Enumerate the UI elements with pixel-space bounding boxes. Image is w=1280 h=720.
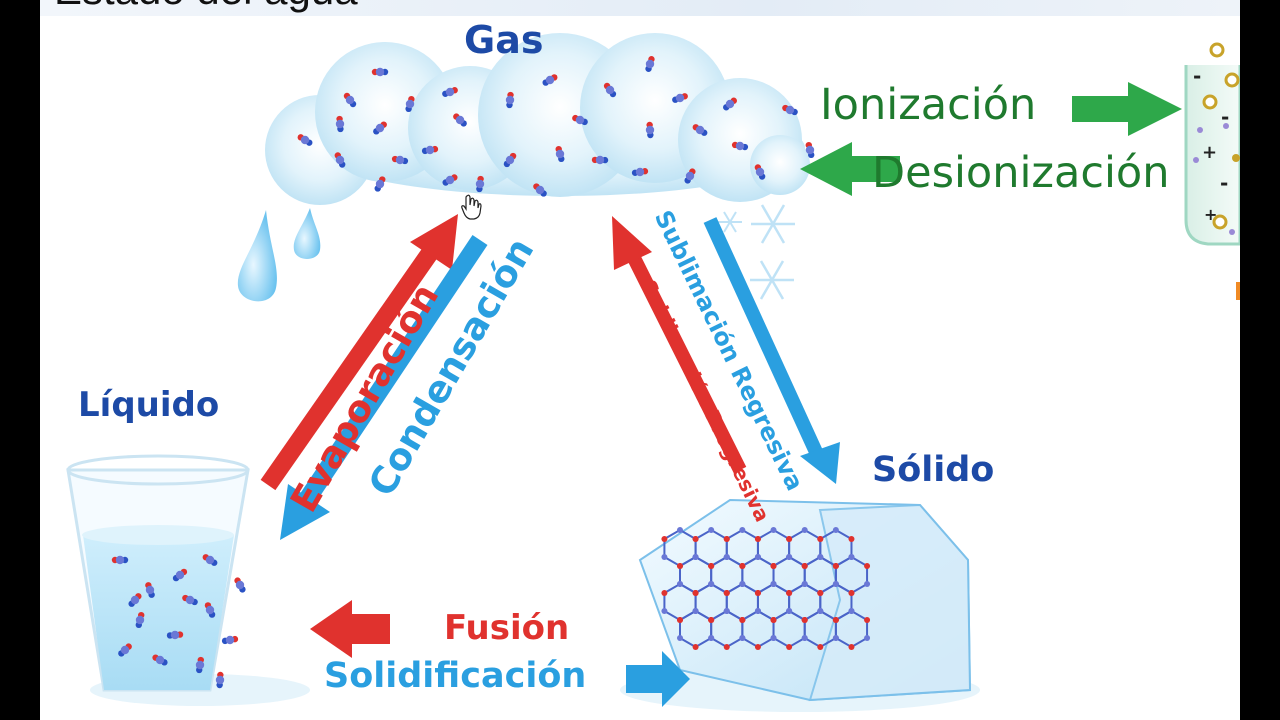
liquid-molecules: [111, 554, 246, 689]
water-molecule: [453, 113, 467, 127]
water-molecule: [692, 124, 708, 136]
hand-cursor-icon: [461, 194, 482, 220]
water-molecule: [603, 82, 617, 98]
water-drop-icon: [237, 208, 321, 302]
water-molecule: [533, 183, 547, 197]
condensation-arrow: [280, 235, 488, 540]
water-molecule: [374, 176, 386, 192]
water-molecule: [631, 167, 649, 177]
svg-text:+: +: [1204, 205, 1217, 224]
water-molecule: [215, 671, 225, 689]
ionization-arrow: [1072, 82, 1182, 136]
water-molecule: [475, 175, 485, 193]
water-molecule: [805, 141, 815, 159]
transition-label-solidification: Solidificación: [324, 656, 587, 696]
water-molecule: [555, 145, 565, 163]
water-molecule: [731, 141, 749, 151]
water-molecule: [391, 155, 409, 165]
water-molecule: [442, 174, 458, 186]
water-molecule: [684, 168, 696, 184]
water-molecule: [421, 145, 439, 155]
slide-top-band: [40, 0, 1240, 16]
water-molecule: [542, 74, 558, 86]
water-molecule: [118, 643, 132, 657]
state-label-gas: Gas: [464, 18, 544, 62]
svg-text:+: +: [1202, 142, 1217, 163]
water-molecule: [405, 95, 415, 113]
water-molecule: [782, 104, 798, 116]
transition-label-ionization: Ionización: [820, 80, 1037, 130]
water-molecule: [723, 97, 737, 111]
deionization-arrow: [800, 142, 900, 196]
evaporation-arrow: [260, 214, 458, 491]
transition-label-deionization: Desionización: [872, 148, 1170, 198]
state-label-liquid: Líquido: [78, 385, 220, 425]
snowflake-icon: [718, 204, 795, 300]
water-molecule: [297, 134, 313, 146]
water-molecule: [204, 602, 216, 618]
water-molecule: [152, 654, 168, 666]
sublimation-regressive-arrow: [703, 217, 840, 484]
water-molecule: [111, 555, 129, 565]
water-molecule: [572, 114, 588, 126]
water-molecule: [135, 611, 145, 629]
water-molecule: [195, 656, 205, 674]
water-molecule: [166, 630, 184, 640]
svg-text:-: -: [1220, 171, 1228, 195]
water-molecule: [371, 67, 389, 77]
water-molecule: [221, 635, 239, 645]
water-molecule: [182, 594, 198, 606]
solidification-arrow: [626, 651, 690, 707]
water-molecule: [373, 121, 387, 135]
gas-cloud: [265, 33, 810, 205]
ice-lattice: [661, 527, 871, 650]
water-molecule: [202, 554, 218, 566]
water-molecule: [334, 152, 346, 168]
sublimation-progressive-arrow: [612, 216, 747, 474]
water-molecule: [754, 164, 766, 180]
water-molecule: [335, 115, 345, 133]
water-molecule: [645, 56, 655, 72]
svg-text:-: -: [1221, 105, 1229, 129]
water-molecule: [591, 155, 609, 165]
gas-molecules: [297, 56, 815, 197]
plasma-tube: - - + - +: [1184, 42, 1240, 300]
transition-label-fusion: Fusión: [444, 608, 570, 648]
water-molecule: [505, 91, 515, 109]
water-molecule: [503, 152, 517, 168]
water-molecule: [442, 87, 458, 97]
water-molecule: [645, 121, 655, 139]
slide-title: Estado del agua: [54, 0, 358, 14]
svg-text:-: -: [1193, 64, 1201, 88]
state-label-solid: Sólido: [872, 450, 995, 490]
water-molecule: [672, 93, 688, 103]
slide: Estado del agua: [40, 0, 1240, 720]
water-molecule: [145, 582, 155, 598]
water-molecule: [172, 568, 188, 582]
water-molecule: [343, 92, 357, 108]
water-states-diagram: - - + - +: [66, 33, 1240, 712]
water-molecule: [234, 577, 246, 593]
ice-block: [620, 498, 980, 712]
water-glass: [66, 454, 310, 706]
fusion-arrow: [310, 600, 390, 658]
water-molecule: [128, 593, 142, 607]
